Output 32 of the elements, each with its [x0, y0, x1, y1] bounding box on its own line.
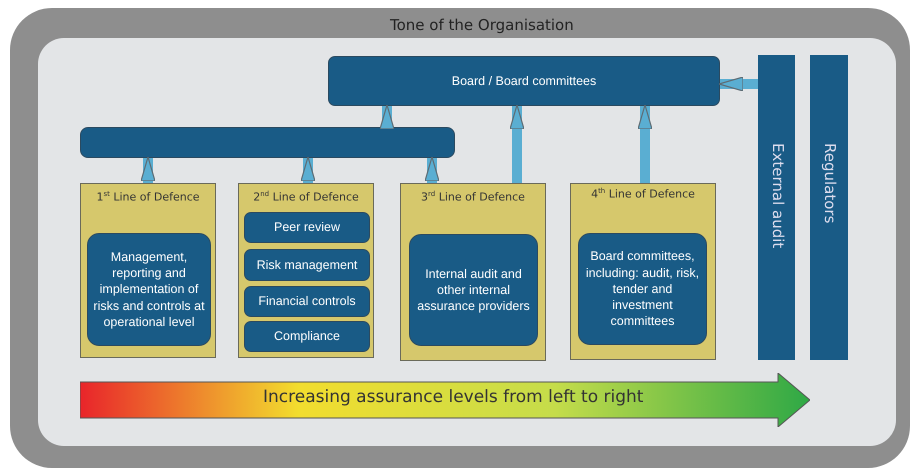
- block-arrow: [509, 104, 525, 183]
- bar-label: Regulators: [821, 143, 839, 224]
- block-arrow: [140, 156, 156, 183]
- process-box: Risk management: [244, 249, 370, 281]
- line-of-defence-box: [80, 183, 216, 358]
- frame-title: Tone of the Organisation: [390, 16, 574, 34]
- line-of-defence-box: [400, 183, 546, 361]
- box-heading: 4$^{th}$ Line of Defence: [590, 187, 696, 201]
- box-heading: 1$^{st}$ Line of Defence: [95, 190, 201, 204]
- assurance-arrow: [80, 373, 810, 427]
- block-arrow: [379, 104, 395, 130]
- line-of-defence-box: [238, 183, 374, 358]
- process-box: Compliance: [244, 321, 370, 352]
- process-box: Board committees, including: audit, risk, tender and investment committees: [578, 233, 707, 345]
- process-box: Financial controls: [244, 286, 370, 317]
- process-box: Internal audit and other internal assurance providers: [409, 234, 538, 346]
- bar-box: [80, 127, 455, 158]
- box-heading: 2$^{nd}$ Line of Defence: [252, 190, 360, 204]
- block-arrow: [424, 156, 440, 183]
- board-box: Board / Board committees: [328, 56, 720, 106]
- bar-label: External audit: [768, 143, 786, 248]
- arrow-label: Increasing assurance levels from left to right: [263, 387, 644, 407]
- vertical-bar: [758, 55, 795, 360]
- line-of-defence-box: [570, 183, 716, 360]
- block-arrow: [300, 156, 316, 183]
- box-heading: 3$^{rd}$ Line of Defence: [420, 190, 526, 204]
- frame-band: [10, 8, 910, 468]
- process-box: Management, reporting and implementation of risks and controls at operational level: [87, 233, 211, 346]
- process-box: Peer review: [244, 212, 370, 243]
- block-arrow: [637, 104, 653, 183]
- vertical-bar: [810, 55, 848, 360]
- block-arrow: [718, 76, 758, 92]
